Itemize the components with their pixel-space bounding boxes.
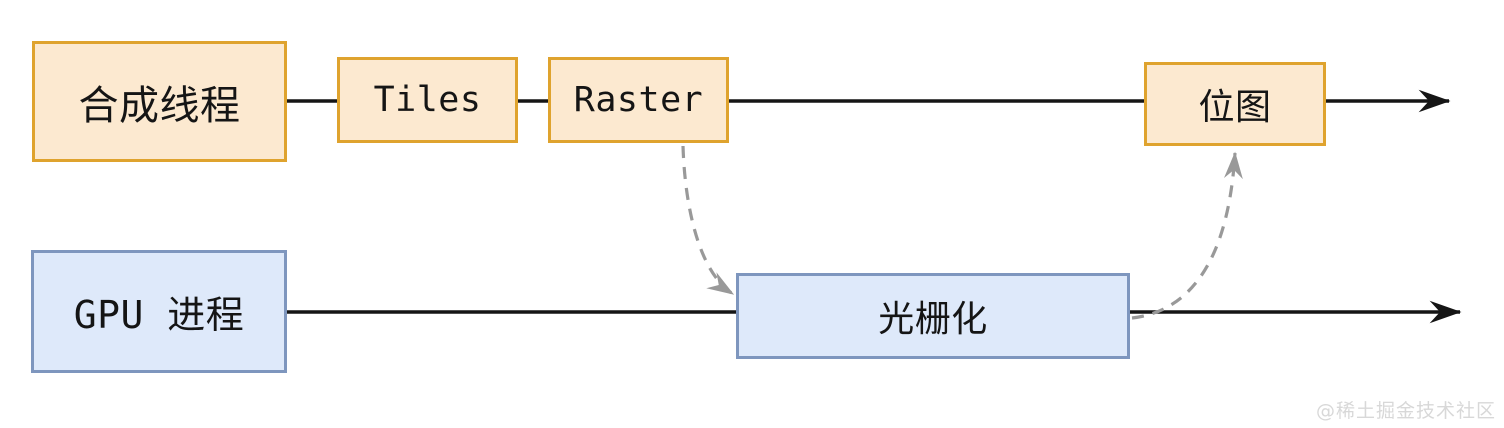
node-rasterization: 光栅化 [736, 273, 1130, 359]
node-bitmap: 位图 [1144, 62, 1326, 146]
node-raster: Raster [548, 57, 729, 143]
watermark: @稀土掘金技术社区 [1315, 400, 1496, 422]
node-gpu-process: GPU 进程 [31, 250, 287, 373]
rasterization-to-bitmap-dashed-arrow [1131, 151, 1243, 320]
node-tiles: Tiles [337, 57, 518, 143]
node-compositor-thread: 合成线程 [32, 41, 287, 162]
raster-to-rasterization-dashed-arrow [681, 145, 735, 296]
